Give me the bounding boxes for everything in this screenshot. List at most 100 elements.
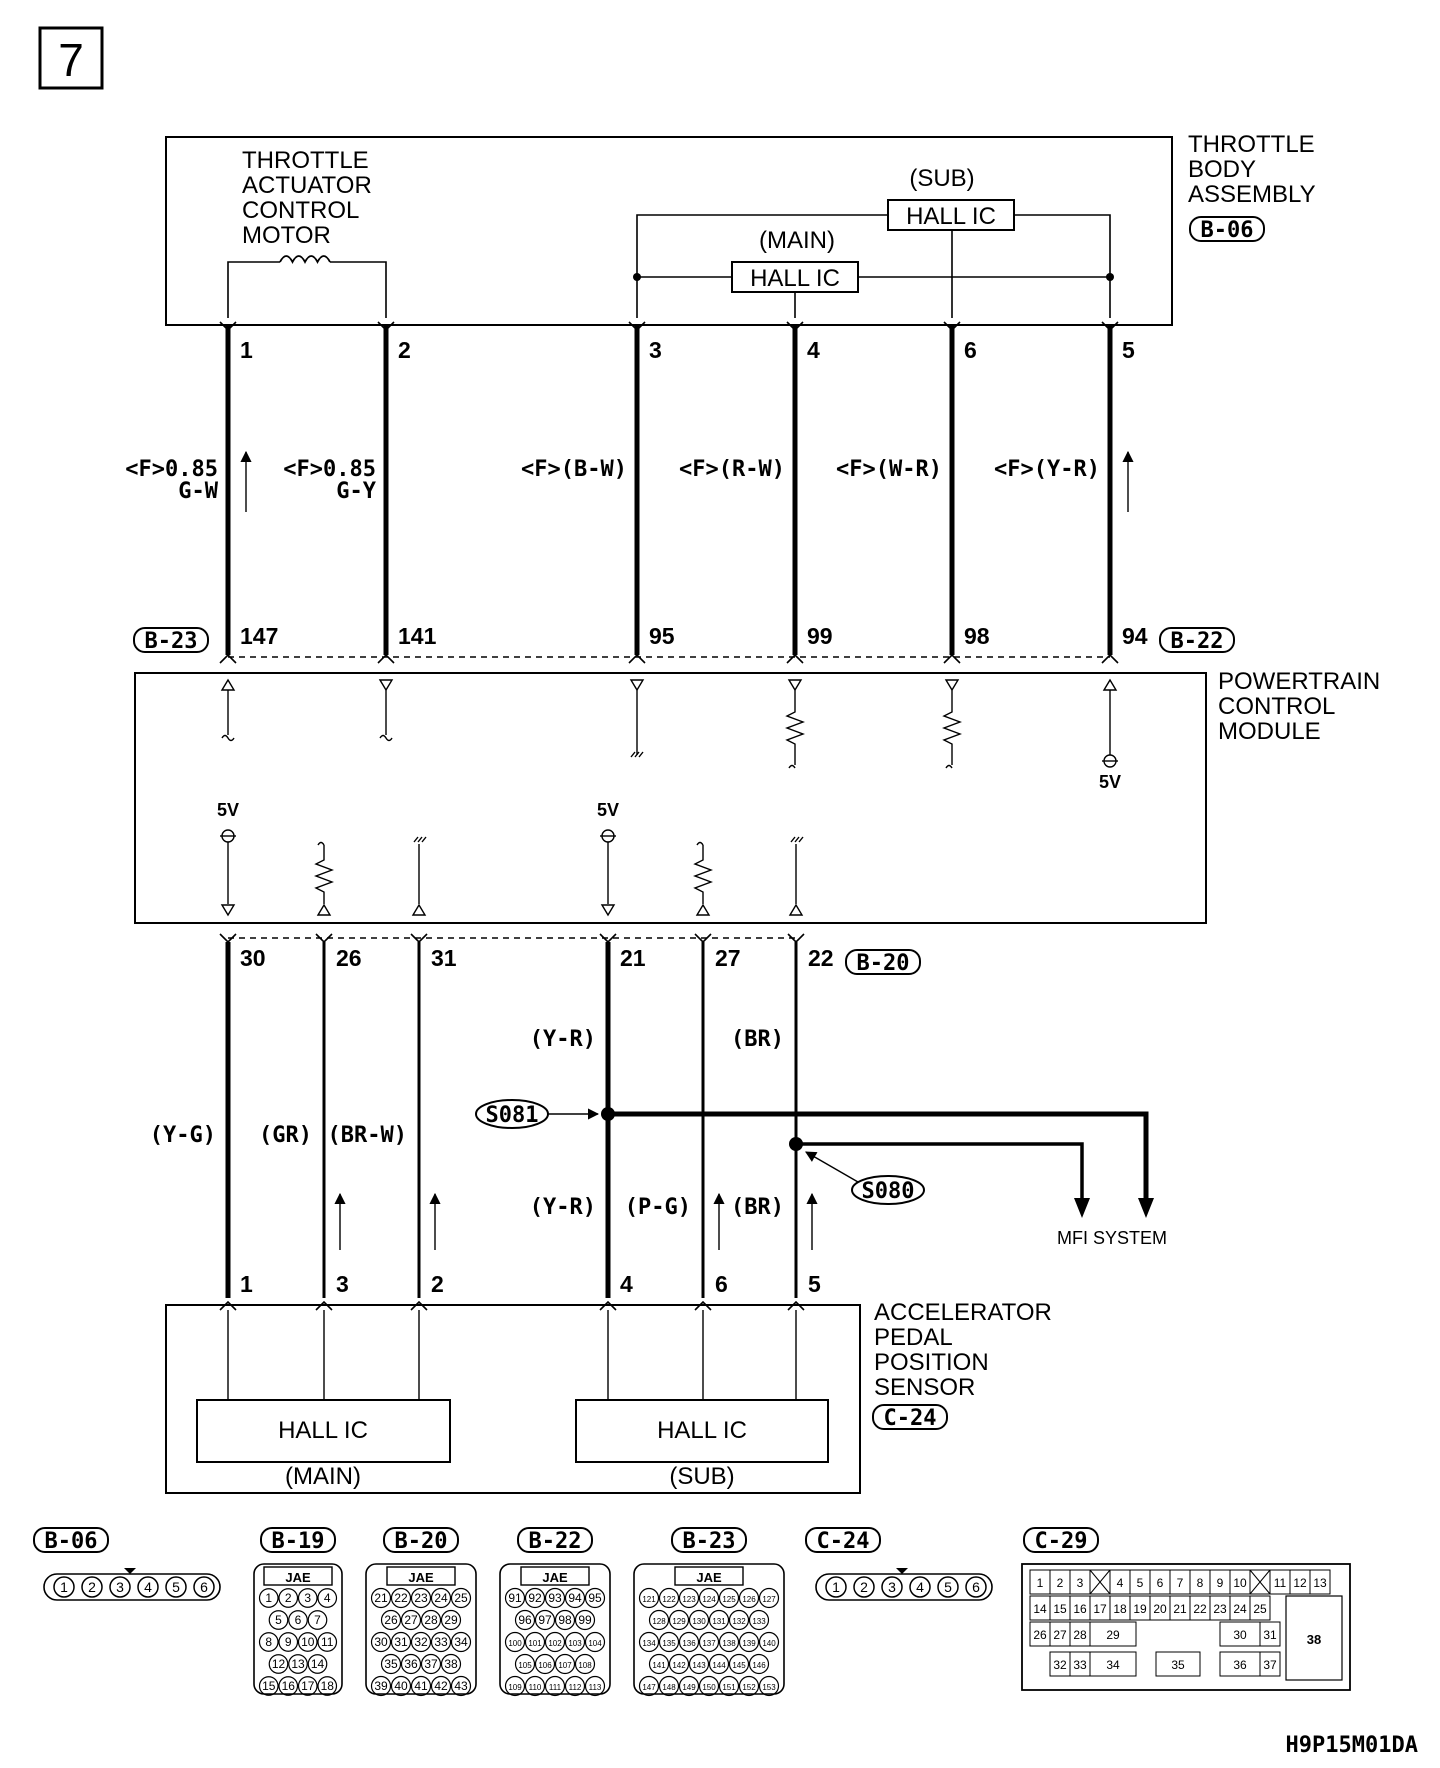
aps-main-hall-ic-label: HALL IC (278, 1417, 368, 1444)
connector-pin-label: 149 (682, 1683, 696, 1692)
connector-pin (965, 1576, 987, 1598)
connector-pin-label: 26 (1033, 1628, 1047, 1642)
connector-pin-label: 24 (1233, 1602, 1247, 1616)
connector-pin-label: 135 (662, 1639, 676, 1648)
connector-pin (297, 1676, 318, 1696)
connector-pin (648, 1653, 670, 1675)
connector-pin (534, 1653, 556, 1675)
aps-sub-hall-ic-label: HALL IC (657, 1417, 747, 1444)
connector-pin-label: 124 (702, 1595, 716, 1604)
connector-view-body-c24 (815, 1573, 993, 1601)
connector-pin-label: 4 (1117, 1576, 1124, 1590)
connector-pin (534, 1609, 556, 1631)
connector-pin-label: 146 (752, 1661, 766, 1670)
tb-sub-hall-ic (887, 199, 1015, 231)
connector-pin-label: 141 (652, 1661, 666, 1670)
connector-view-tag-c29 (1023, 1527, 1099, 1553)
connector-view-tag-b06 (33, 1527, 109, 1553)
upper-wire-labels: <F>0.85 G-W <F>0.85 G-Y <F>(B-W) <F>(R-W… (125, 457, 1100, 504)
connector-pin-label: 100 (508, 1639, 522, 1648)
connector-pin-label: 24 (434, 1591, 448, 1605)
wire-95-code: <F>(B-W) (521, 457, 627, 482)
connector-pin (748, 1653, 770, 1675)
connector-tag-b22 (1159, 627, 1235, 653)
connector-pin (317, 1632, 338, 1652)
connector-pin (853, 1576, 875, 1598)
connector-pin-label: 18 (1113, 1602, 1127, 1616)
connector-pin (728, 1609, 750, 1631)
connector-pin-label: 109 (508, 1683, 522, 1692)
connector-pin-label: 41 (414, 1679, 428, 1693)
blank-cavity-icon (1089, 1569, 1111, 1595)
tb-main-hall-ic-label: HALL IC (750, 265, 840, 292)
connector-pin-label: 2 (1057, 1576, 1064, 1590)
connector-view-tag-b20 (383, 1527, 459, 1553)
connector-pin (307, 1654, 328, 1674)
connector-pin (268, 1654, 289, 1674)
connector-pin (450, 1631, 472, 1653)
connector-cavity-large (1285, 1595, 1343, 1681)
pcm-name-3: MODULE (1218, 718, 1321, 745)
connector-pin (698, 1631, 720, 1653)
wire-141-color: G-Y (336, 479, 376, 504)
connector-pin-label: 3 (304, 1591, 311, 1605)
connector-pin (514, 1609, 536, 1631)
connector-pin-label: 139 (742, 1639, 756, 1648)
connector-pin-label: 15 (1053, 1602, 1067, 1616)
connector-pin-label: 9 (285, 1635, 292, 1649)
connector-cavity (1155, 1651, 1201, 1677)
connector-pin-label: 5 (1137, 1576, 1144, 1590)
connector-view-body-b19 (253, 1563, 343, 1695)
motor-label-2: ACTUATOR (242, 172, 372, 199)
connector-pin-label: 150 (702, 1683, 716, 1692)
wire-94-code: <F>(Y-R) (994, 457, 1100, 482)
connector-pin-label: 14 (1033, 1602, 1047, 1616)
connector-pin-label: 31 (1263, 1628, 1277, 1642)
connector-key-icon (896, 1568, 908, 1574)
connector-pin (758, 1675, 780, 1697)
connector-pin (450, 1587, 472, 1609)
connector-tag-b22-label: B-22 (1171, 629, 1224, 654)
pcm-pin-31: 31 (431, 945, 457, 971)
connector-pin-label: 20 (1153, 1602, 1167, 1616)
powertrain-control-module: POWERTRAIN CONTROL MODULE B-23 B-22 147 … (133, 623, 1380, 924)
arrow-down-icon (1138, 1198, 1154, 1218)
aps-main-hall-ic (196, 1399, 451, 1463)
connector-pin (288, 1610, 308, 1630)
connector-pin-label: 42 (434, 1679, 448, 1693)
connector-pin (370, 1675, 392, 1697)
aps-pin-1: 1 (240, 1271, 253, 1297)
connector-pin-label: 153 (762, 1683, 776, 1692)
connector-pin-label: 36 (1233, 1658, 1247, 1672)
connector-pin (881, 1576, 903, 1598)
wire-26-color: (GR) (259, 1123, 312, 1148)
connector-view-label-b20: B-20 (395, 1529, 448, 1554)
connector-pin-label: 38 (1307, 1632, 1321, 1647)
connector-pin-label: 10 (1233, 1576, 1247, 1590)
connector-pin-label: 8 (1197, 1576, 1204, 1590)
connector-pin-label: 31 (394, 1635, 408, 1649)
connector-pin (297, 1588, 318, 1608)
connector-pin (390, 1675, 412, 1697)
connector-pin-label: 34 (1106, 1658, 1120, 1672)
tb-sub-hall-ic-label: HALL IC (906, 203, 996, 230)
connector-pin-label: 35 (384, 1657, 398, 1671)
connector-pin (193, 1576, 215, 1598)
connector-tag-b23 (133, 627, 209, 653)
connector-pin (584, 1675, 606, 1697)
connector-pin (297, 1632, 318, 1652)
connector-pin-label: 1 (1037, 1576, 1044, 1590)
pcm-name-2: CONTROL (1218, 693, 1335, 720)
throttle-body-name-1: THROTTLE (1188, 131, 1315, 158)
connector-pin-label: 106 (538, 1661, 552, 1670)
connector-pin-label: 36 (404, 1657, 418, 1671)
connector-pin-label: 21 (374, 1591, 388, 1605)
connector-pin-label: 29 (1106, 1628, 1120, 1642)
connector-pin (137, 1576, 159, 1598)
connector-pin-label: 7 (314, 1613, 321, 1627)
connector-pin (430, 1587, 452, 1609)
connector-cavity (1089, 1651, 1137, 1677)
connector-pin-label: 97 (538, 1613, 552, 1627)
connector-pin-label: 142 (672, 1661, 686, 1670)
page-number-box: 7 (38, 26, 104, 90)
